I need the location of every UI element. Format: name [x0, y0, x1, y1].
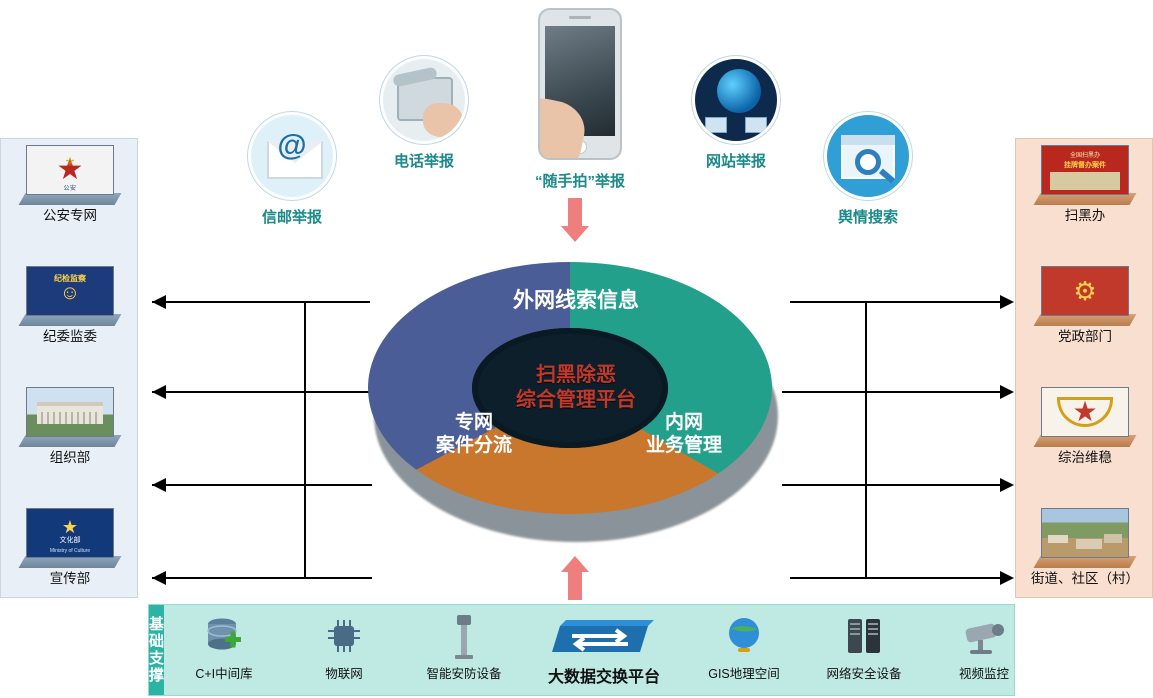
- support-title-line2: 支撑: [149, 650, 165, 685]
- arrow-support-to-platform: [561, 556, 589, 600]
- support-item-middleware[interactable]: C+I中间库: [164, 609, 284, 682]
- source-telephone-report[interactable]: 电话举报: [368, 56, 480, 171]
- right-panel-item-label: 综治维稳: [1058, 450, 1112, 465]
- source-email-report[interactable]: @ 信邮举报: [236, 112, 348, 227]
- support-item-security-device[interactable]: 智能安防设备: [404, 609, 524, 682]
- donut-right-line2: 业务管理: [645, 434, 722, 456]
- support-item-network-security[interactable]: 网络安全设备: [804, 609, 924, 682]
- right-panel-item-3[interactable]: 街道、社区（村）: [1016, 508, 1153, 623]
- platform-title: 扫黑除恶 综合管理平台: [516, 363, 636, 413]
- thumb-caption: 文化部: [59, 537, 81, 544]
- left-panel-item-label: 纪委监委: [43, 329, 97, 344]
- source-label: 网站举报: [705, 153, 766, 170]
- right-panel-item-1[interactable]: ⚙ 党政部门: [1016, 266, 1153, 381]
- right-department-panel: 全国扫黑办 挂牌督办案件 扫黑办 ⚙ 党政部门: [1015, 138, 1153, 598]
- right-panel-item-label: 党政部门: [1058, 329, 1112, 344]
- iot-chip-icon: [284, 609, 404, 663]
- donut-left-line1: 专网: [454, 412, 493, 433]
- anti-crime-office-banner-thumb: 全国扫黑办 挂牌督办案件: [1033, 145, 1137, 207]
- email-envelope-icon: @: [248, 112, 336, 200]
- right-panel-item-label: 街道、社区（村）: [1031, 571, 1139, 586]
- phone-speaker: [569, 16, 591, 19]
- telephone-icon: [380, 56, 468, 144]
- support-item-bigdata-exchange[interactable]: 大数据交换平台: [524, 609, 684, 687]
- national-emblem-thumb: ★: [1033, 387, 1137, 449]
- aerial-village-photo-thumb: [1033, 508, 1137, 570]
- source-label: 信邮举报: [261, 209, 322, 226]
- smartphone-camera-icon: [538, 8, 622, 160]
- infrastructure-support-bar: 基础 支撑 C+I中间库: [148, 604, 1015, 696]
- thumb-caption-en: Ministry of Culture: [49, 548, 91, 554]
- donut-ring: [368, 262, 772, 514]
- thumb-caption-2: 挂牌督办案件: [1064, 162, 1106, 169]
- thumb-caption: 全国扫黑办: [1069, 153, 1100, 159]
- left-panel-item-1[interactable]: ☺ 纪检监察 纪委监委: [1, 266, 139, 381]
- source-label: “随手拍”举报: [534, 173, 625, 190]
- support-item-iot[interactable]: 物联网: [284, 609, 404, 682]
- donut-left-line2: 案件分流: [435, 434, 512, 456]
- support-item-label: GIS地理空间: [708, 667, 780, 681]
- left-panel-item-2[interactable]: 组织部: [1, 387, 139, 502]
- data-exchange-switch-icon: [524, 609, 684, 663]
- support-tab-label: 基础 支撑: [149, 605, 165, 695]
- police-emblem-thumb: ★ ⚜ 公安: [18, 145, 122, 207]
- network-security-rack-icon: [804, 609, 924, 663]
- thumb-caption: 公安: [63, 186, 77, 192]
- right-panel-item-2[interactable]: ★ 综治维稳: [1016, 387, 1153, 502]
- platform-donut: 外网线索信息 专网 案件分流 内网 业务管理 扫黑除恶 综合管理平台: [368, 262, 784, 552]
- support-item-label: 网络安全设备: [826, 667, 902, 681]
- left-panel-item-3[interactable]: ★ 文化部 Ministry of Culture 宣传部: [1, 508, 139, 623]
- donut-segment-inner-network: 内网 业务管理: [614, 412, 754, 458]
- support-item-label: 视频监控: [959, 667, 1010, 681]
- source-website-report[interactable]: 网站举报: [680, 56, 792, 171]
- left-panel-item-label: 公安专网: [43, 208, 97, 223]
- left-department-panel: ★ ⚜ 公安 公安专网 ☺ 纪检监察 纪委监委: [0, 138, 138, 598]
- globe-network-icon: [692, 56, 780, 144]
- left-panel-item-0[interactable]: ★ ⚜ 公安 公安专网: [1, 145, 139, 260]
- source-label: 电话举报: [393, 153, 454, 170]
- support-item-video-surveillance[interactable]: 视频监控: [924, 609, 1044, 682]
- thumb-caption: 纪检监察: [54, 274, 86, 283]
- left-panel-item-label: 组织部: [49, 450, 91, 465]
- right-panel-item-label: 扫黑办: [1064, 208, 1106, 223]
- donut-center: [472, 328, 668, 448]
- arrow-sources-to-platform: [561, 198, 589, 242]
- source-label: 舆情搜索: [837, 209, 898, 226]
- support-item-label: C+I中间库: [195, 667, 253, 681]
- government-building-thumb: [18, 387, 122, 449]
- support-item-label: 智能安防设备: [426, 667, 502, 681]
- right-panel-item-0[interactable]: 全国扫黑办 挂牌督办案件 扫黑办: [1016, 145, 1153, 260]
- gis-globe-icon: [684, 609, 804, 663]
- discipline-inspection-thumb: ☺ 纪检监察: [18, 266, 122, 328]
- search-magnifier-icon: [824, 112, 912, 200]
- ministry-of-culture-thumb: ★ 文化部 Ministry of Culture: [18, 508, 122, 570]
- support-title-line1: 基础: [149, 615, 165, 650]
- donut-segment-outer-network: 外网线索信息: [513, 289, 639, 312]
- support-item-list: C+I中间库 物联网: [164, 605, 1044, 695]
- platform-title-line1: 扫黑除恶: [536, 364, 616, 386]
- platform-title-line2: 综合管理平台: [516, 389, 636, 411]
- source-public-opinion-search[interactable]: 舆情搜索: [812, 112, 924, 227]
- donut-right-line1: 内网: [664, 412, 703, 433]
- left-panel-item-label: 宣传部: [49, 571, 91, 586]
- donut-segment-private-network: 专网 案件分流: [404, 412, 544, 458]
- party-emblem-thumb: ⚙: [1033, 266, 1137, 328]
- support-item-label: 大数据交换平台: [548, 669, 661, 686]
- security-pole-camera-icon: [404, 609, 524, 663]
- support-item-label: 物联网: [325, 667, 363, 681]
- database-icon: [164, 609, 284, 663]
- source-snap-report[interactable]: “随手拍”举报: [498, 8, 662, 191]
- cctv-camera-icon: [924, 609, 1044, 663]
- support-item-gis[interactable]: GIS地理空间: [684, 609, 804, 682]
